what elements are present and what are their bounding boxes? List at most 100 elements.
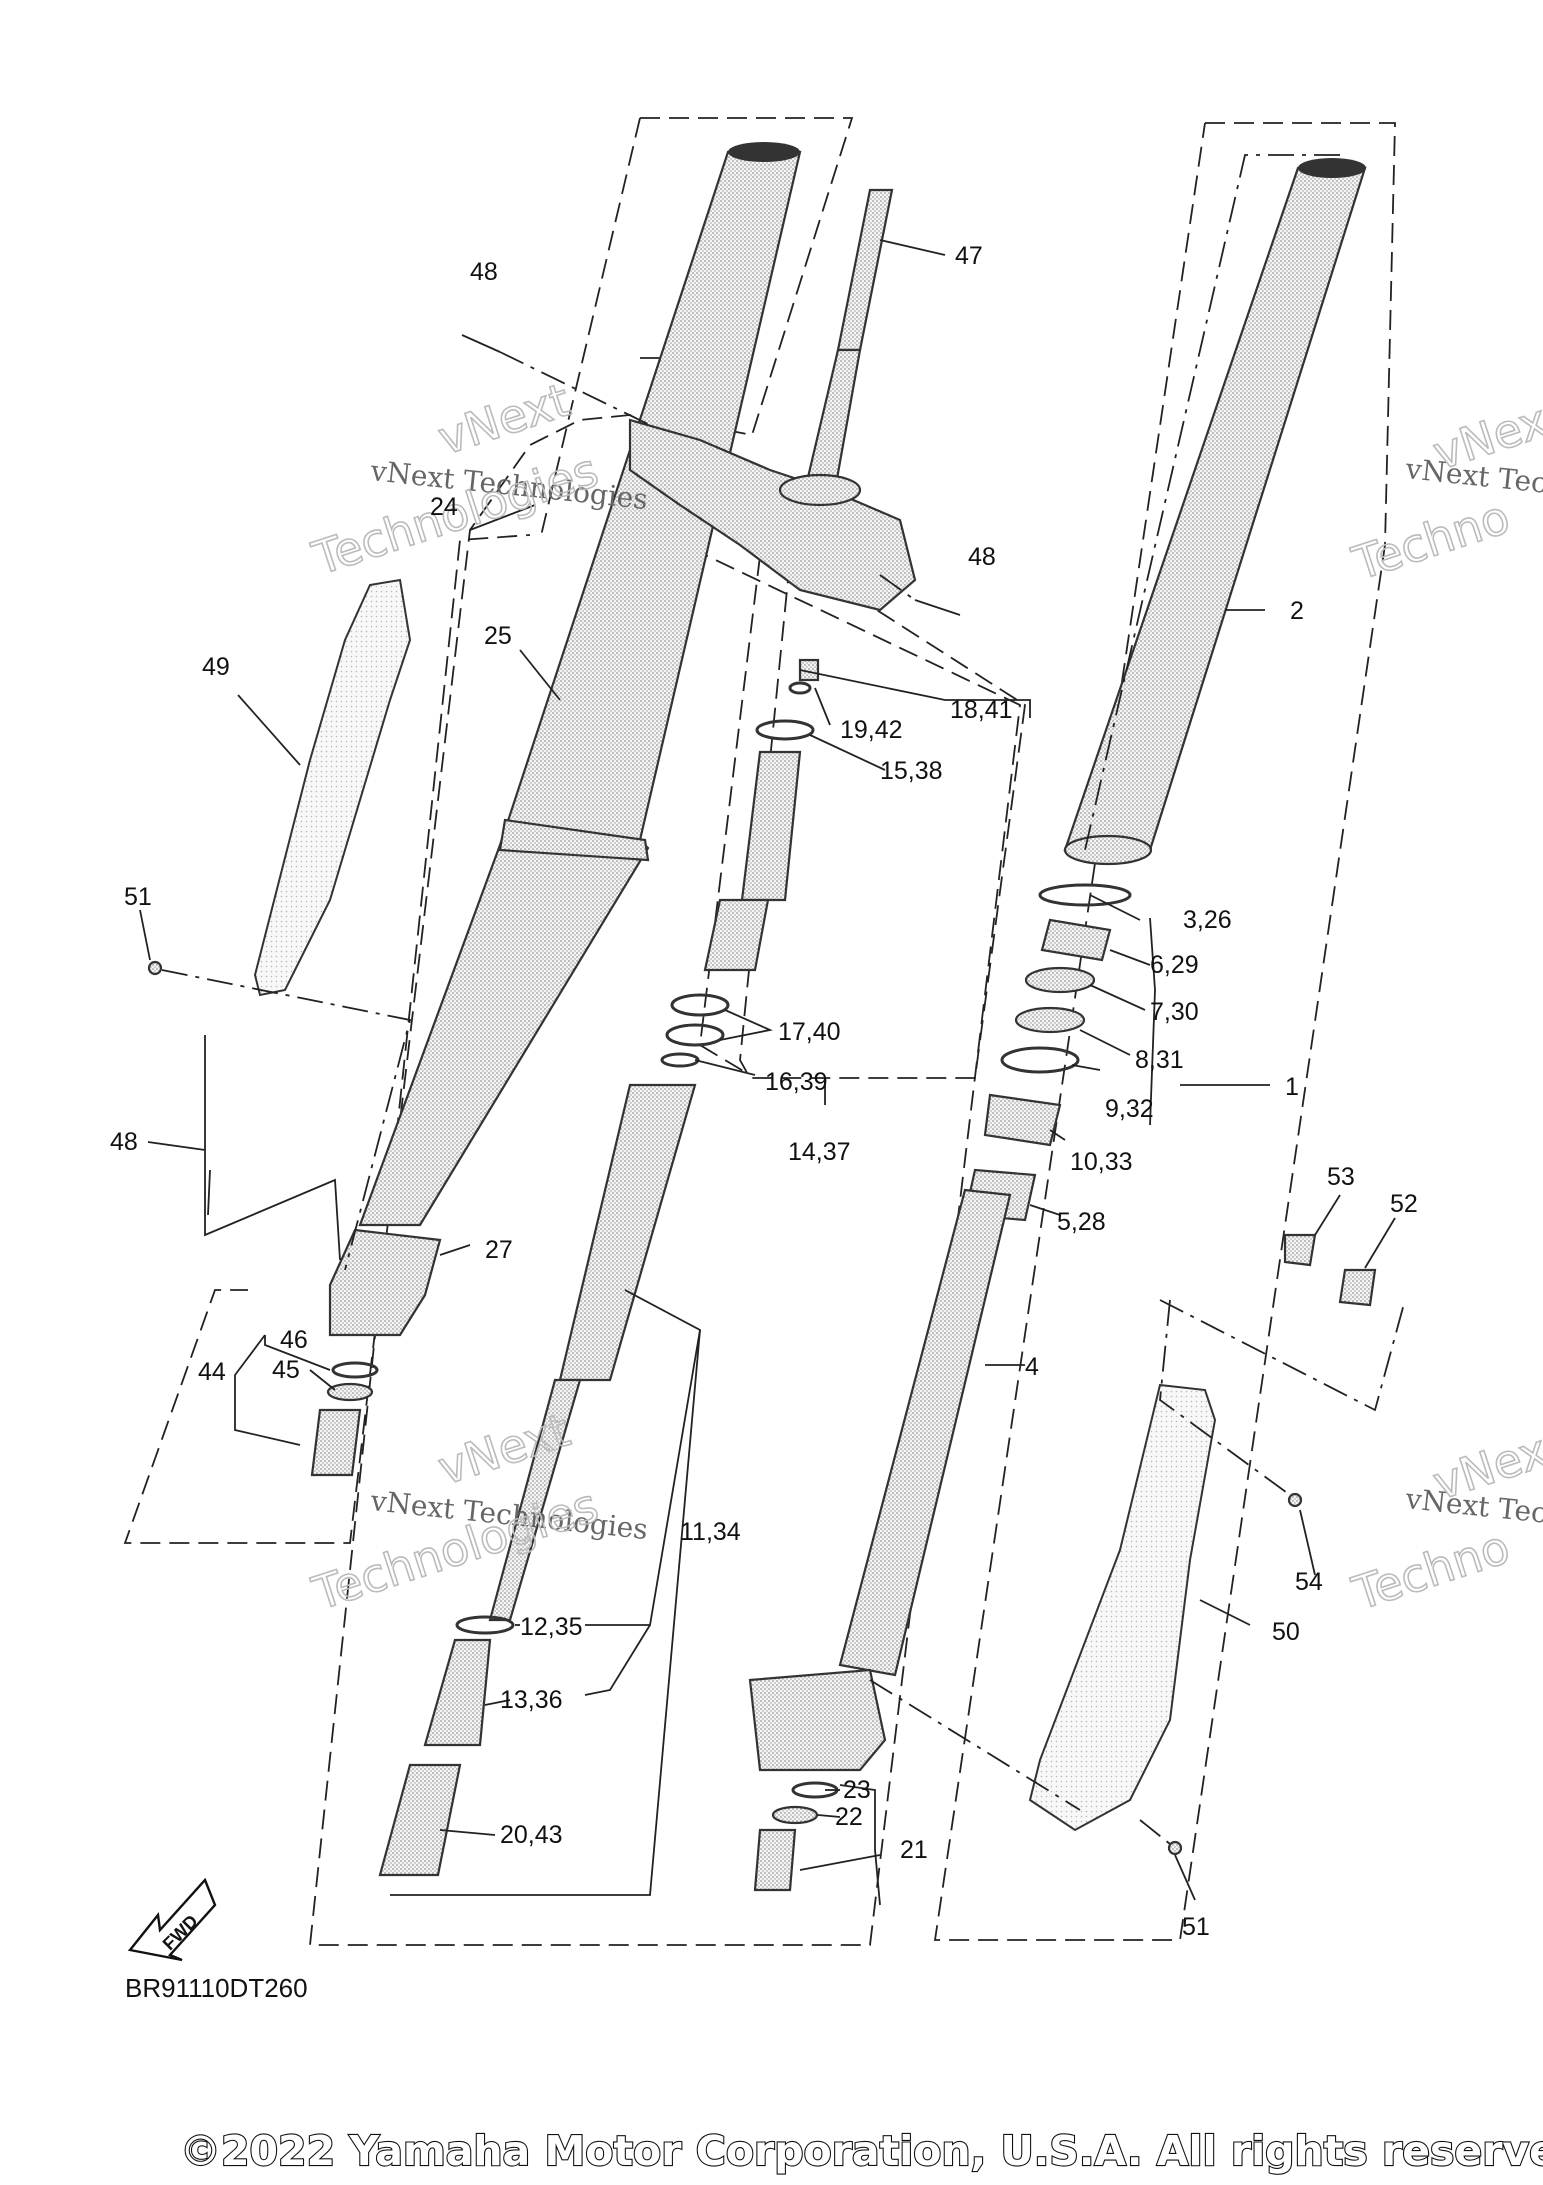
callout-1[interactable]: 1 <box>1285 1073 1299 1101</box>
callout-53[interactable]: 53 <box>1327 1163 1355 1191</box>
leader-12-bracket <box>584 1624 651 1696</box>
cartridge-assembly <box>378 658 820 1877</box>
part-21-bolt <box>753 1828 797 1892</box>
callout-14-37[interactable]: 14,37 <box>788 1138 851 1166</box>
asm-line-51-right <box>1139 1819 1176 1849</box>
callout-18-41[interactable]: 18,41 <box>950 696 1013 724</box>
top-bracket-arm <box>628 418 917 612</box>
callout-50[interactable]: 50 <box>1272 1618 1300 1646</box>
right-fork-guard <box>1028 1383 1217 1832</box>
callout-12-35[interactable]: 12,35 <box>520 1613 583 1641</box>
part-6-29 <box>1040 918 1112 962</box>
callout-48-lower[interactable]: 48 <box>110 1128 138 1156</box>
callout-48-top[interactable]: 48 <box>470 258 498 286</box>
leader-44 <box>234 1334 301 1446</box>
right-tube-base <box>1063 834 1153 866</box>
left-axle-bracket <box>328 1228 442 1337</box>
leader-22 <box>817 1814 841 1818</box>
callout-54[interactable]: 54 <box>1295 1568 1323 1596</box>
leader-9-32 <box>1071 1064 1101 1071</box>
part-45 <box>326 1382 374 1402</box>
callout-52[interactable]: 52 <box>1390 1190 1418 1218</box>
leader-46 <box>264 1335 331 1371</box>
leader-10-33 <box>1049 1129 1066 1141</box>
right-inner-tube-4 <box>838 1188 1012 1677</box>
callout-4[interactable]: 4 <box>1025 1353 1039 1381</box>
fwd-arrow-icon <box>127 1877 217 1962</box>
callout-8-31[interactable]: 8,31 <box>1135 1046 1184 1074</box>
callout-49[interactable]: 49 <box>202 653 230 681</box>
callout-45[interactable]: 45 <box>272 1356 300 1384</box>
callout-9-32[interactable]: 9,32 <box>1105 1095 1154 1123</box>
asm-line-48-right <box>879 574 916 601</box>
steering-stem <box>836 188 894 352</box>
callout-13-36[interactable]: 13,36 <box>500 1686 563 1714</box>
callout-21[interactable]: 21 <box>900 1836 928 1864</box>
callout-3-26[interactable]: 3,26 <box>1183 906 1232 934</box>
callout-44[interactable]: 44 <box>198 1358 226 1386</box>
callout-51-left[interactable]: 51 <box>124 883 152 911</box>
fwd-arrow: FWD <box>127 1877 217 1962</box>
callout-47[interactable]: 47 <box>955 242 983 270</box>
callout-5-28[interactable]: 5,28 <box>1057 1208 1106 1236</box>
bolt-54 <box>1287 1492 1303 1508</box>
cartridge-tube <box>558 1083 697 1382</box>
leader-53 <box>1314 1194 1341 1236</box>
leader-21 <box>839 1784 881 1906</box>
left-fork-guard <box>253 578 412 997</box>
stem-base <box>778 473 862 507</box>
boundary-damper-inner <box>699 555 761 1076</box>
leader-25 <box>519 649 561 701</box>
left-fork-assembly <box>328 142 917 1337</box>
part-46 <box>331 1361 379 1379</box>
part-17-40b <box>665 1023 725 1047</box>
part-19-42 <box>788 681 812 695</box>
bolt-48-right <box>914 599 961 616</box>
callout-20-43[interactable]: 20,43 <box>500 1821 563 1849</box>
part-44-bolt <box>310 1408 362 1477</box>
bolt-51-right <box>1167 1840 1183 1856</box>
steering-stem-lower <box>803 348 862 492</box>
assembly-lines <box>161 154 1406 1849</box>
asm-line-right-top <box>1084 154 1340 851</box>
callout-19-42[interactable]: 19,42 <box>840 716 903 744</box>
callout-15-38[interactable]: 15,38 <box>880 757 943 785</box>
leader-15-38 <box>809 734 886 771</box>
leader-16-39 <box>694 1059 756 1076</box>
left-outer-tube <box>358 150 802 1227</box>
part-15-38 <box>755 719 815 741</box>
boundary-left-outer <box>539 117 641 541</box>
callout-7-30[interactable]: 7,30 <box>1150 998 1199 1026</box>
part-20-43-spring <box>378 1763 462 1877</box>
callout-22[interactable]: 22 <box>835 1803 863 1831</box>
leader-20-43 <box>439 1829 496 1836</box>
part-7-30 <box>1024 966 1096 994</box>
leader-48-lower <box>204 1035 341 1261</box>
part-52-clamp <box>1338 1268 1377 1307</box>
leader-45 <box>309 1369 336 1391</box>
callout-10-33[interactable]: 10,33 <box>1070 1148 1133 1176</box>
callout-17-40[interactable]: 17,40 <box>778 1018 841 1046</box>
callout-48-right[interactable]: 48 <box>968 543 996 571</box>
callout-6-29[interactable]: 6,29 <box>1150 951 1199 979</box>
leader-21b <box>799 1854 881 1871</box>
callout-27[interactable]: 27 <box>485 1236 513 1264</box>
callout-2[interactable]: 2 <box>1290 597 1304 625</box>
bolt-48-top <box>461 334 501 353</box>
part-53-clamp <box>1283 1233 1317 1267</box>
callout-24[interactable]: 24 <box>430 493 458 521</box>
right-tube-opening <box>1298 158 1366 178</box>
part-10-33 <box>983 1093 1062 1147</box>
callout-51-right[interactable]: 51 <box>1182 1913 1210 1941</box>
asm-line-48-top <box>499 351 651 426</box>
callout-46[interactable]: 46 <box>280 1326 308 1354</box>
leader-8-31 <box>1079 1029 1131 1056</box>
boundary-damper-assy <box>739 547 1026 1079</box>
callout-11-34[interactable]: 11,34 <box>680 1518 741 1546</box>
callout-25[interactable]: 25 <box>484 622 512 650</box>
callout-16-39[interactable]: 16,39 <box>765 1068 828 1096</box>
leader-27 <box>439 1244 471 1256</box>
leader-11-34 <box>585 1289 701 1626</box>
part-13-36 <box>423 1638 492 1747</box>
callout-23[interactable]: 23 <box>843 1776 871 1804</box>
